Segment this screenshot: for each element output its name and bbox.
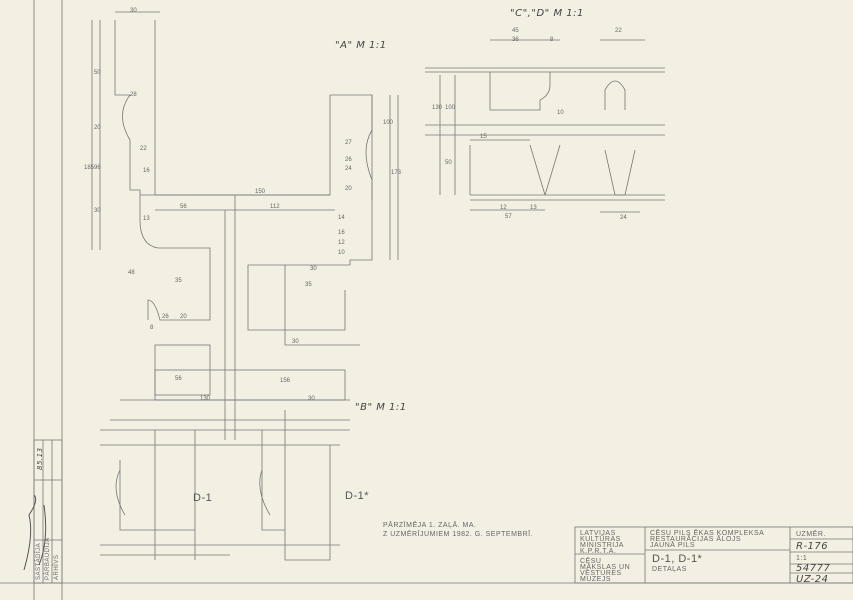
dim: 13	[143, 216, 150, 222]
dim: 12	[338, 240, 345, 246]
dim: 8	[550, 37, 554, 43]
drawing-subtitle: Detaļas	[652, 566, 687, 573]
dim: 112	[270, 204, 280, 210]
dim: 13	[530, 205, 537, 211]
dim: 20	[345, 186, 352, 192]
dim: 30	[292, 339, 299, 345]
d1-star-label: D-1*	[345, 490, 370, 502]
dim: 22	[140, 146, 147, 152]
dim: 16	[338, 230, 345, 236]
dim: 24	[620, 215, 627, 221]
dim: 56	[175, 376, 182, 382]
dim: 35	[305, 282, 312, 288]
dim: 35	[175, 278, 182, 284]
dim: 130	[432, 105, 443, 111]
dim: 22	[615, 28, 622, 34]
dim: 24	[345, 166, 352, 172]
dim: 50	[94, 70, 101, 76]
dim: 15	[480, 134, 487, 140]
dim: 26	[345, 157, 352, 163]
dim: 20	[94, 125, 101, 131]
dim: 100	[445, 105, 456, 111]
org2-line: Cēsu	[580, 558, 602, 565]
dim: 36	[512, 37, 519, 43]
dim: 28	[130, 92, 137, 98]
org1-line: Ministrija	[580, 542, 624, 549]
project-line: Jaunā pils	[650, 542, 696, 549]
org1-line: K.P.R.T.A.	[580, 548, 617, 555]
dim: 10	[557, 110, 564, 116]
dim: 45	[512, 28, 519, 34]
dim: 14	[338, 215, 345, 221]
dim: 185	[84, 165, 95, 171]
project-line: Restaurācijas ālojs	[650, 536, 742, 543]
sheet-number: UZ-24	[796, 574, 829, 585]
org2-line: Mākslas un	[580, 564, 631, 571]
signature	[23, 495, 47, 571]
dim: 30	[308, 396, 315, 402]
stamp-row: Arhīvs	[54, 554, 60, 580]
dim: 56	[180, 204, 187, 210]
code-label: Uzmēr.	[796, 531, 826, 538]
dim: 16	[143, 168, 150, 174]
scale: 1:1	[796, 555, 808, 562]
title-block-frame	[574, 526, 853, 584]
dim: 30	[94, 208, 101, 214]
dim: 173	[391, 170, 402, 176]
drawing-code: R-176	[796, 541, 829, 552]
dim: 8	[150, 325, 154, 331]
org1-line: Latvijas	[580, 530, 616, 537]
dim: 156	[280, 378, 291, 384]
dim-top-width: 30	[130, 8, 137, 14]
dim: 96	[94, 165, 101, 171]
dim: 50	[445, 160, 452, 166]
project-line: Cēsu pils ēkas kompleksa	[650, 530, 765, 537]
dim: 26	[162, 314, 169, 320]
dim: 20	[180, 314, 187, 320]
inventory-number: 54777	[796, 563, 831, 574]
dim: 30	[310, 266, 317, 272]
org2-line: Vēstures	[580, 570, 622, 577]
dim: 130	[200, 396, 211, 402]
dim: 48	[128, 270, 135, 276]
d1-label: D-1	[193, 492, 213, 504]
org1-line: Kultūras	[580, 536, 621, 543]
drawing-title: D-1, D-1*	[652, 553, 703, 565]
dim: 12	[500, 205, 507, 211]
note-line-2: Z uzmērījumiem 1982. g. septembrī.	[383, 531, 534, 538]
stamp-date: 85.13	[36, 447, 44, 470]
section-b-label: "b" M 1:1	[355, 402, 407, 413]
section-a-label: "a" M 1:1	[335, 40, 387, 51]
dim: 27	[345, 140, 352, 146]
org2-line: Muzejs	[580, 576, 611, 583]
dim: 150	[255, 189, 266, 195]
dim: 10	[338, 250, 345, 256]
dim: 57	[505, 214, 512, 220]
note-line-1: Pārzīmēja 1. zaļā. Ma.	[383, 522, 477, 529]
dim: 100	[383, 120, 394, 126]
section-cd-label: "c","d" M 1:1	[510, 8, 584, 19]
